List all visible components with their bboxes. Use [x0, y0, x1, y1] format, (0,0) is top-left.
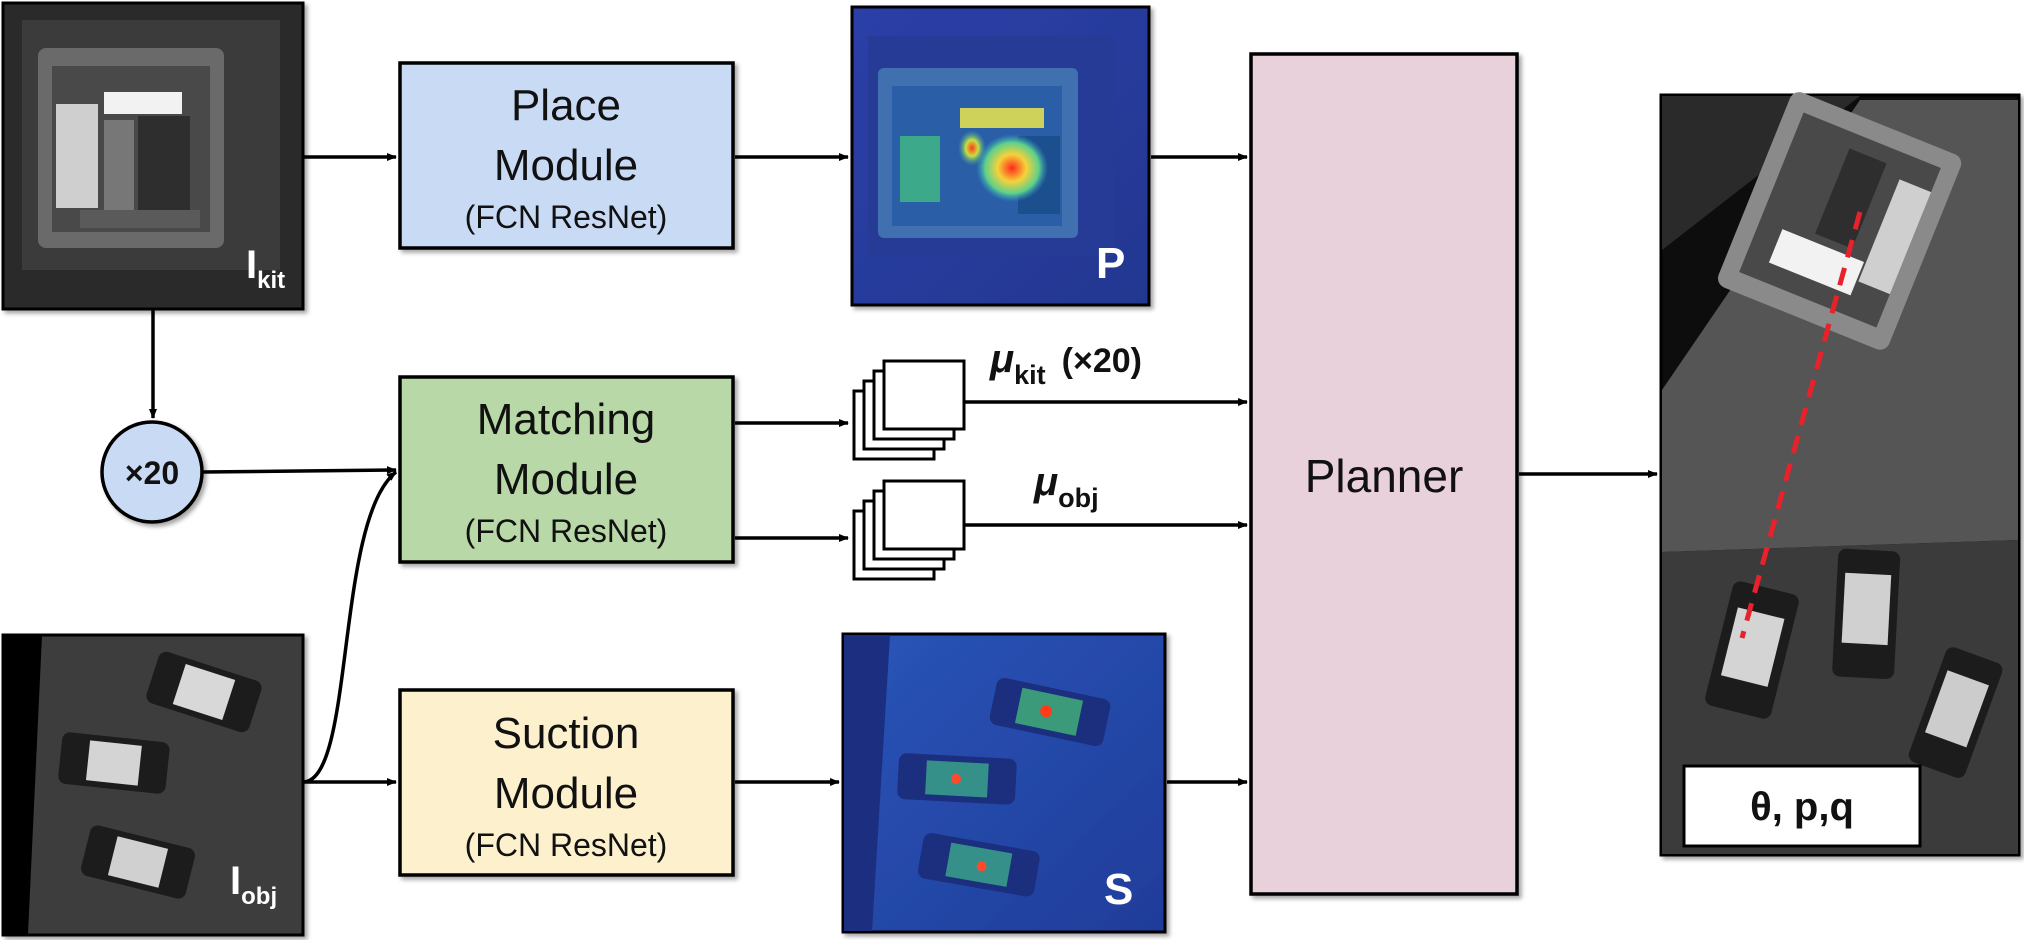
- connector-arrows: [149, 153, 1658, 786]
- place-module-title-line2: Module: [494, 141, 638, 190]
- matching-module: [398, 375, 735, 564]
- suction-heatmap: [841, 632, 1167, 934]
- output-label: θ, p,q: [1750, 785, 1854, 829]
- place-module: [398, 61, 735, 250]
- kit-image-label: Ikit: [246, 243, 285, 294]
- planner-label: Planner: [1305, 450, 1464, 502]
- object-descriptor-stack: [852, 479, 966, 581]
- kit-descriptor-stack: [852, 359, 966, 461]
- output-image: [1659, 92, 2021, 857]
- matching-module-title-line1: Matching: [477, 395, 656, 444]
- kit-image: [1, 1, 305, 311]
- place-heatmap: [850, 5, 1151, 307]
- matching-module-title-line2: Module: [494, 455, 638, 504]
- arrow-object-to-matching: [302, 470, 398, 784]
- suction-module-title-line1: Suction: [493, 709, 640, 758]
- place-module-subtitle: (FCN ResNet): [465, 199, 668, 235]
- kit-descriptor-label: μkit(×20): [989, 337, 1142, 390]
- object-descriptor-label: μobj: [1033, 460, 1099, 513]
- suction-heatmap-label: S: [1104, 865, 1133, 914]
- matching-module-subtitle: (FCN ResNet): [465, 513, 668, 549]
- repeat-node: [100, 420, 204, 524]
- planner-module: [1249, 52, 1519, 896]
- place-heatmap-label: P: [1096, 239, 1125, 288]
- repeat-node-label: ×20: [125, 455, 179, 491]
- suction-module-title-line2: Module: [494, 769, 638, 818]
- object-image: [1, 633, 305, 937]
- suction-module: [398, 688, 735, 877]
- arrow-repeat-to-matching: [202, 466, 397, 475]
- object-image-label: Iobj: [230, 859, 277, 910]
- suction-module-subtitle: (FCN ResNet): [465, 827, 668, 863]
- place-module-title-line1: Place: [511, 81, 621, 130]
- output-label-box: [1682, 764, 1922, 848]
